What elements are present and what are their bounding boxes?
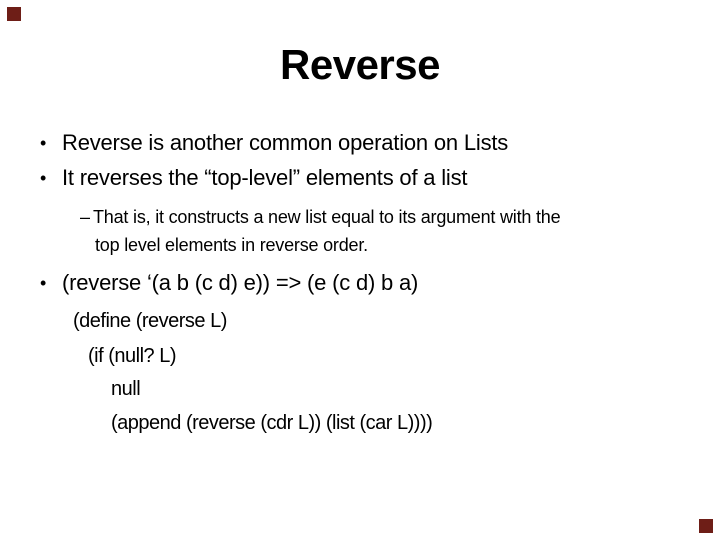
bullet-text: Reverse is another common operation on L…	[62, 130, 509, 155]
bullet-marker: •	[40, 273, 47, 293]
bullet-item-2: • It reverses the “top-level” elements o…	[40, 165, 468, 191]
dash-marker: –	[80, 207, 90, 227]
sub-bullet-line-1: – That is, it constructs a new list equa…	[80, 203, 700, 231]
code-line-if: (if (null? L)	[88, 345, 176, 367]
code-line-define: (define (reverse L)	[73, 310, 227, 332]
code-line-append: (append (reverse (cdr L)) (list (car L))…	[111, 412, 433, 434]
bullet-item-1: • Reverse is another common operation on…	[40, 130, 508, 156]
bullet-text: It reverses the “top-level” elements of …	[62, 165, 468, 190]
bullet-marker: •	[40, 168, 47, 188]
code-line-null: null	[111, 378, 141, 400]
sub-bullet-line-2: top level elements in reverse order.	[95, 235, 368, 255]
sub-bullet-item: – That is, it constructs a new list equa…	[80, 203, 700, 259]
bullet-item-3: • (reverse ‘(a b (c d) e)) => (e (c d) b…	[40, 270, 418, 296]
sub-bullet-text: That is, it constructs a new list equal …	[93, 207, 561, 227]
slide-title: Reverse	[280, 41, 440, 88]
bullet-text: (reverse ‘(a b (c d) e)) => (e (c d) b a…	[62, 270, 419, 295]
corner-accent-bottom-right	[699, 519, 713, 533]
bullet-marker: •	[40, 133, 47, 153]
corner-accent-top-left	[7, 7, 21, 21]
